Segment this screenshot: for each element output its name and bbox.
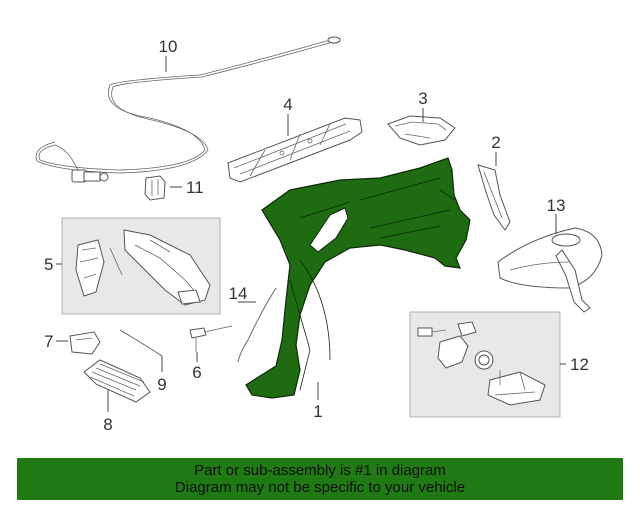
parts-diagram: 10 4 3 2 11 5 13 14 7 6 9 8 1 12	[35, 36, 603, 434]
callout-4: 4	[283, 95, 292, 114]
part-6-fastener[interactable]	[189, 325, 233, 352]
part-13-cover[interactable]	[497, 227, 603, 313]
part-12-inset[interactable]	[409, 311, 561, 418]
callout-6: 6	[192, 363, 201, 382]
part-14-strip[interactable]	[237, 287, 277, 363]
part-10-cable[interactable]	[35, 36, 341, 183]
part-1-quarter-panel[interactable]	[245, 157, 471, 399]
callout-10: 10	[159, 37, 178, 56]
part-2-pillar-bracket[interactable]	[477, 164, 511, 231]
part-4-reinforcement[interactable]	[227, 117, 363, 183]
callout-7: 7	[44, 332, 53, 351]
leader-lines	[56, 56, 566, 412]
callout-2: 2	[491, 133, 500, 152]
part-3-bracket[interactable]	[387, 115, 456, 146]
callout-1: 1	[313, 402, 322, 421]
part-11-clip[interactable]	[144, 175, 166, 201]
callout-8: 8	[103, 415, 112, 434]
part-5-inset[interactable]	[61, 217, 221, 315]
callout-11: 11	[186, 178, 204, 197]
part-9-molding[interactable]	[119, 329, 163, 357]
callout-14: 14	[229, 284, 248, 303]
part-8-grille[interactable]	[83, 359, 151, 403]
callout-9: 9	[157, 375, 166, 394]
notice-line-2: Diagram may not be specific to your vehi…	[174, 479, 466, 496]
callout-labels: 10 4 3 2 11 5 13 14 7 6 9 8 1 12	[44, 37, 589, 434]
notice-line-1: Part or sub-assembly is #1 in diagram	[194, 462, 446, 479]
diagram-notice-banner: Part or sub-assembly is #1 in diagram Di…	[17, 458, 623, 500]
callout-13: 13	[547, 196, 566, 215]
callout-3: 3	[418, 89, 427, 108]
callout-12: 12	[570, 355, 589, 374]
callout-5: 5	[44, 255, 53, 274]
part-7-bracket[interactable]	[69, 331, 101, 355]
